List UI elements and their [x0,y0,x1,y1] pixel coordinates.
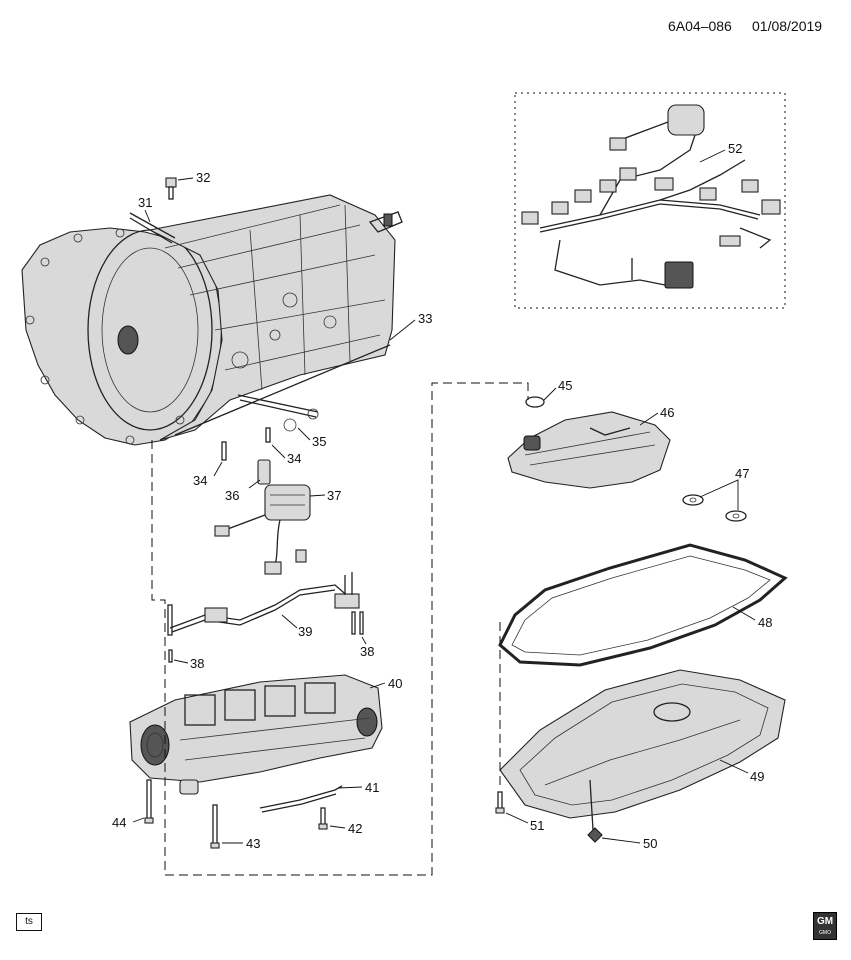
callout-41: 41 [365,780,379,795]
callout-45: 45 [558,378,572,393]
part-31-vent-tube [129,212,176,244]
callout-34a: 34 [193,473,207,488]
part-35-shaft [237,394,319,432]
callout-37: 37 [327,488,341,503]
callout-32: 32 [196,170,210,185]
callout-33: 33 [418,311,432,326]
part-52-detail-frame [514,92,786,309]
part-49-oil-pan [499,669,786,819]
diagram-date: 01/08/2019 [752,18,822,34]
part-51-pan-bolt [495,622,505,814]
part-41-spring [259,785,343,813]
diagram-id: 6A04–086 [668,18,732,34]
callout-38a: 38 [190,656,204,671]
callout-39: 39 [298,624,312,639]
gm-logo-text: GM [816,916,834,927]
part-36-sleeve [257,459,271,485]
ts-label-box: ts [16,913,42,931]
gm-logo-subtext: GMO [819,930,831,936]
callout-48: 48 [758,615,772,630]
part-45-o-ring [525,396,545,408]
callout-36: 36 [225,488,239,503]
callout-38b: 38 [360,644,374,659]
callout-49: 49 [750,769,764,784]
part-46-filter [507,411,671,489]
part-38-clips [167,604,364,663]
part-39-harness [169,572,360,633]
assembly-reference-line [151,382,529,876]
bolts-42-43-44 [144,779,328,849]
callout-34b: 34 [287,451,301,466]
callout-50: 50 [643,836,657,851]
callout-40: 40 [388,676,402,691]
callout-52: 52 [728,141,742,156]
callout-43: 43 [246,836,260,851]
callout-35: 35 [312,434,326,449]
callout-44: 44 [112,815,126,830]
callout-51: 51 [530,818,544,833]
part-50-drain-plug [587,779,603,843]
part-34-pins [221,427,271,461]
callout-47: 47 [735,466,749,481]
part-32-vent-cap [165,177,177,200]
part-40-valve-body [129,674,383,795]
part-48-gasket [498,543,788,667]
part-52-wiring-harness [521,104,781,289]
gm-logo: GM GMO [813,912,837,940]
callout-42: 42 [348,821,362,836]
callout-31: 31 [138,195,152,210]
part-47-washers [682,494,747,522]
transmission-case [21,194,403,446]
part-37-position-switch [214,484,311,575]
callout-46: 46 [660,405,674,420]
